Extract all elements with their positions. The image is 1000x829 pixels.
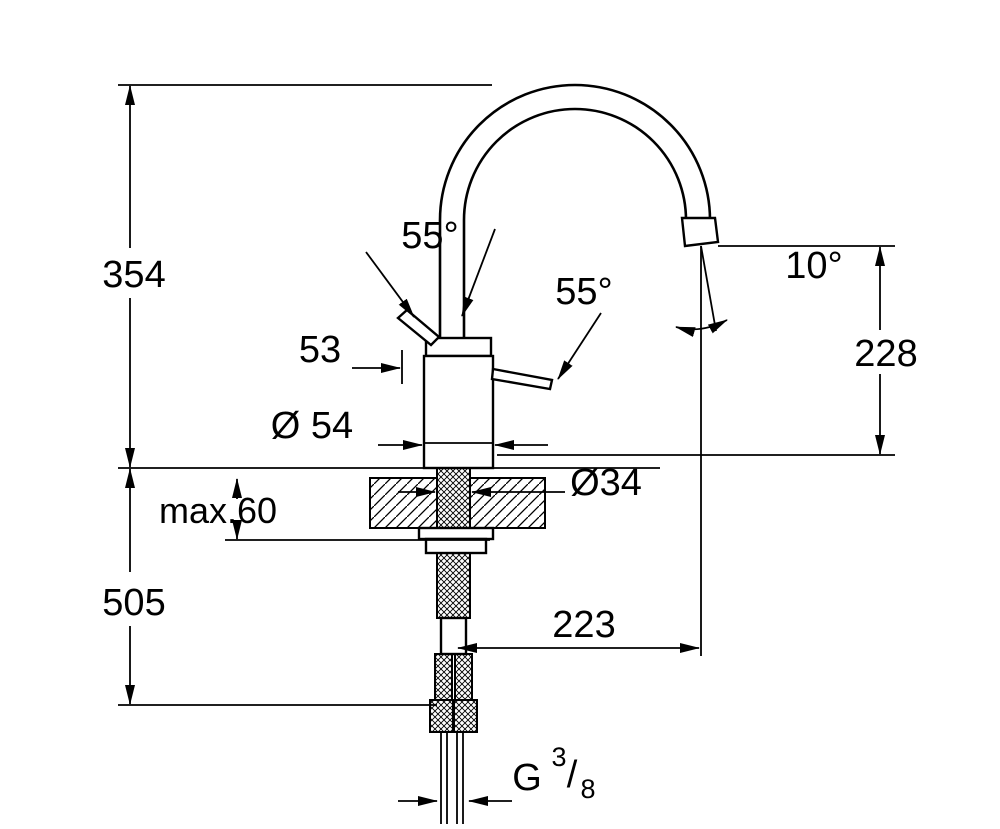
dim-223-label: 223 <box>552 604 615 646</box>
hose-connector-right <box>453 699 478 733</box>
dim-55-front-label: 55° <box>401 215 458 257</box>
spout-outer-curve <box>438 83 712 338</box>
dimension-labels: 354 505 53 Ø 54 max.60 Ø34 55° 55° 10° 2… <box>102 215 917 804</box>
dim-g38-label: G 3 / 8 <box>512 742 595 804</box>
threaded-shank-lower <box>436 552 471 619</box>
dim-55b-leader <box>557 312 602 380</box>
extension-lines <box>118 84 895 706</box>
threaded-shank-upper <box>436 467 471 529</box>
flex-hose-right <box>454 653 473 701</box>
g38-denominator: 8 <box>580 774 595 804</box>
countertop-and-shank <box>369 467 546 824</box>
dim-d34-label: Ø34 <box>570 462 642 504</box>
spout-inner-curve <box>462 107 688 338</box>
supply-tubes <box>440 732 464 824</box>
faucet-outline <box>396 83 720 470</box>
countertop-slab-right <box>469 477 546 529</box>
mounting-nut <box>424 537 488 555</box>
spout-nozzle <box>680 216 720 248</box>
g38-prefix: G <box>512 757 542 799</box>
dim-228-label: 228 <box>854 333 917 375</box>
dim-505-label: 505 <box>102 582 165 624</box>
flex-hose-left <box>434 653 453 701</box>
dim-354-label: 354 <box>102 254 165 296</box>
dim-10-label: 10° <box>785 245 842 287</box>
dim-55-side-label: 55° <box>555 271 612 313</box>
mounting-washer <box>417 526 495 541</box>
countertop-slab-left <box>369 477 438 529</box>
lever-position-up <box>396 308 441 347</box>
dimension-lines <box>125 85 885 806</box>
g38-numerator: 3 <box>551 742 566 772</box>
spout-tilt-line <box>700 245 717 332</box>
dim-55a-left-leader <box>365 251 415 318</box>
dim-d54-label: Ø 54 <box>271 405 353 447</box>
lever-position-side <box>490 367 554 391</box>
dim-53-label: 53 <box>299 329 341 371</box>
faucet-body <box>422 354 495 470</box>
dim-55a-right-leader <box>461 228 496 317</box>
g38-slash: / <box>567 754 578 796</box>
dim-10-arc <box>675 319 728 337</box>
dim-max60-label: max.60 <box>159 490 277 531</box>
